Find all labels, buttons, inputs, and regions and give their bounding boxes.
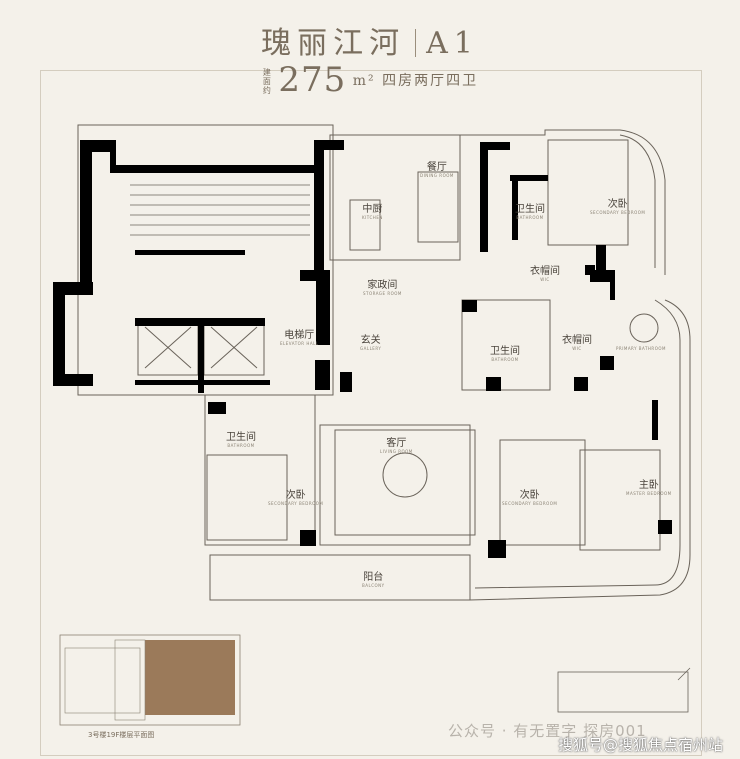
plan-outlines xyxy=(77,124,691,601)
key-plan xyxy=(59,634,241,726)
page-title: 瑰丽江河 A1 xyxy=(0,18,740,62)
keyplan-caption: 3号楼19F楼层平面图 xyxy=(88,731,155,739)
area-unit: m² xyxy=(352,73,376,89)
walls xyxy=(53,140,672,558)
layout-desc: 四房两厅四卫 xyxy=(382,73,479,89)
area-value: 275 xyxy=(278,60,347,100)
project-name: 瑰丽江河 xyxy=(261,26,406,61)
room-master-bath: PRIMARY BATHROOM xyxy=(616,346,666,351)
page-frame xyxy=(40,70,702,756)
watermark-sohu: 搜狐号@搜狐焦点宿州站 xyxy=(558,736,724,754)
area-line: 建面约 275 m² 四房两厅四卫 xyxy=(0,60,740,100)
compass xyxy=(557,667,691,713)
unit-name: A1 xyxy=(426,26,479,61)
area-prefix: 建面约 xyxy=(262,67,271,95)
watermark: 公众号 · 有无置字 探房001 xyxy=(448,722,647,740)
stairs xyxy=(130,184,310,236)
title-divider xyxy=(415,29,417,57)
